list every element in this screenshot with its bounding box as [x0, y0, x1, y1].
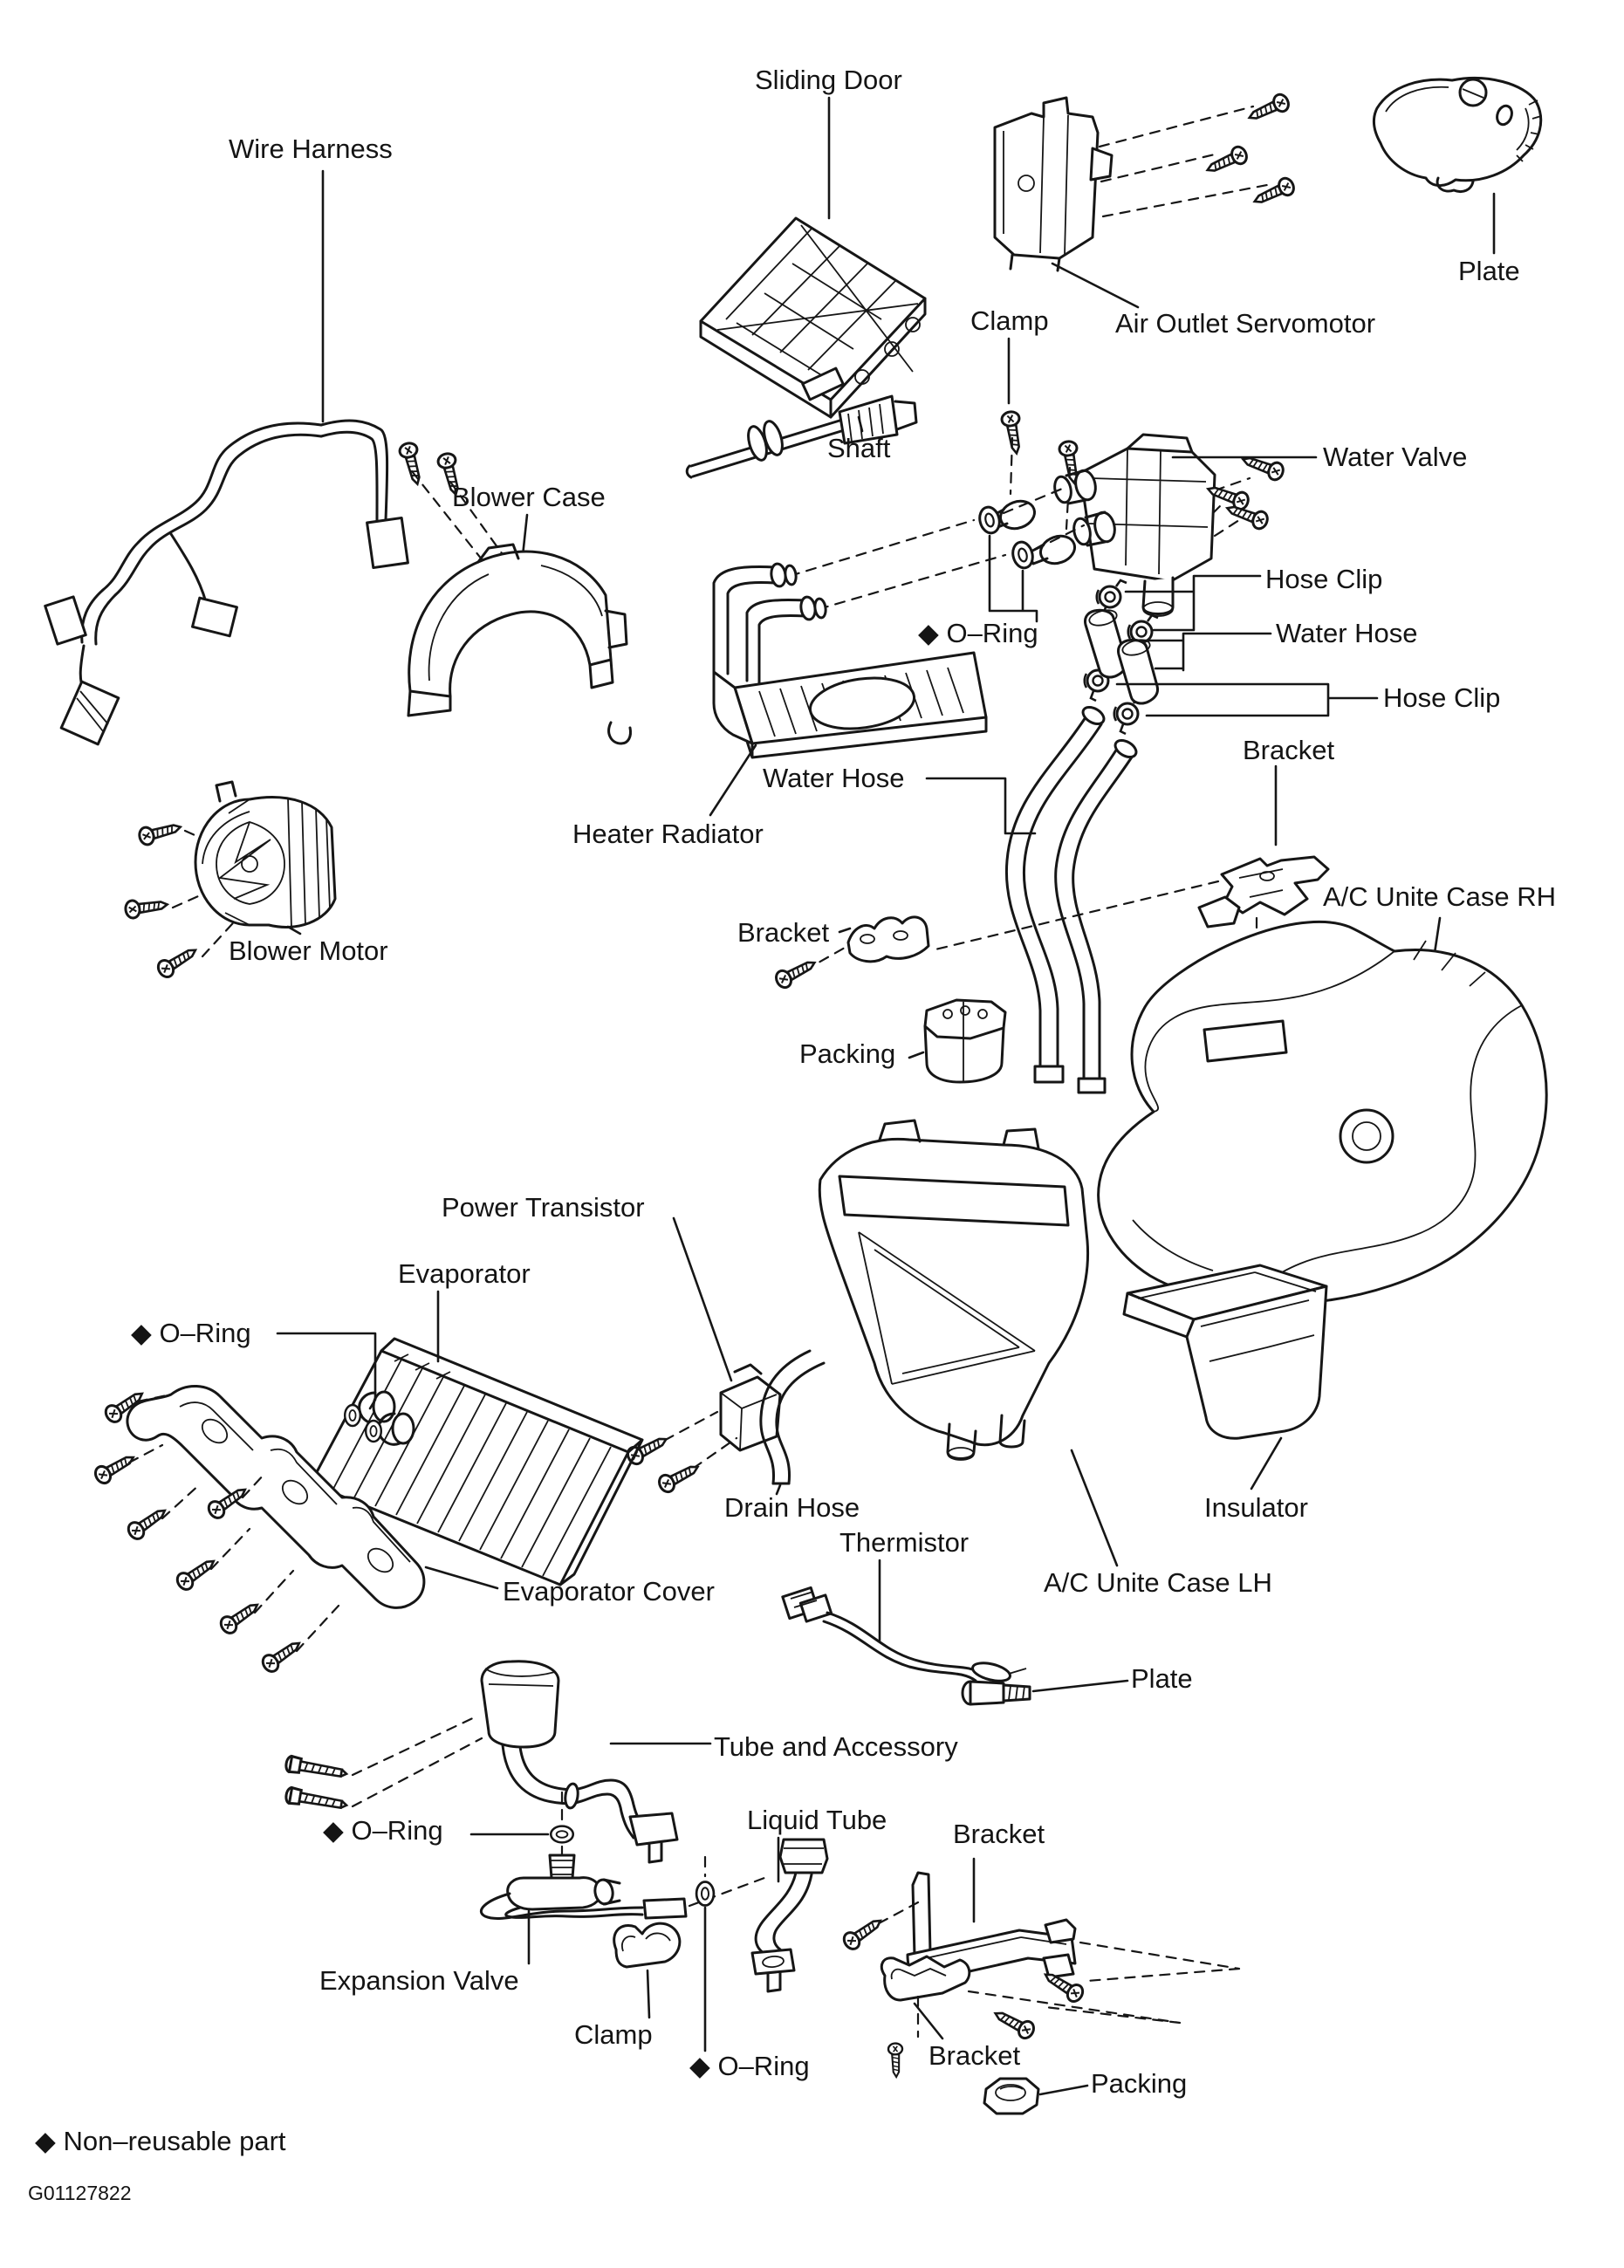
o-ring-2-part	[276, 1332, 382, 1443]
label-ac-unite-case-lh: A/C Unite Case LH	[1044, 1567, 1272, 1598]
label-wire-harness: Wire Harness	[229, 134, 393, 164]
label-insulator: Insulator	[1204, 1492, 1308, 1523]
label-bracket-1: Bracket	[1243, 735, 1335, 765]
label-bracket-3: Bracket	[953, 1819, 1045, 1849]
label-water-hose-2: Water Hose	[763, 763, 905, 793]
label-clamp-bottom: Clamp	[574, 2019, 653, 2050]
legend-non-reusable: ◆ Non–reusable part	[35, 2126, 286, 2156]
label-drain-hose: Drain Hose	[724, 1492, 860, 1523]
evaporator-cover-part	[91, 1384, 499, 1676]
label-hose-clip-2: Hose Clip	[1383, 682, 1501, 713]
o-ring-4-part	[695, 1855, 716, 2052]
shaft-part	[685, 394, 918, 479]
label-o-ring-4: ◆ O–Ring	[689, 2051, 810, 2081]
label-packing-2: Packing	[1091, 2068, 1188, 2099]
label-shaft: Shaft	[827, 433, 891, 463]
power-transistor-part	[623, 1216, 782, 1497]
thermistor-part	[781, 1559, 1027, 1682]
label-power-transistor: Power Transistor	[442, 1192, 645, 1223]
label-hose-clip-1: Hose Clip	[1265, 564, 1383, 594]
hose-clip-water-hose-cluster	[1083, 574, 1379, 736]
label-ac-unite-case-rh: A/C Unite Case RH	[1323, 881, 1557, 912]
tube-and-accessory-part	[284, 1660, 712, 1864]
figure-id: G01127822	[28, 2182, 132, 2204]
label-blower-case: Blower Case	[452, 482, 606, 512]
packing-1-part	[908, 998, 1007, 1084]
ac-unite-case-rh-part	[1097, 916, 1548, 1306]
bracket-4-part	[839, 1901, 1241, 2079]
label-liquid-tube: Liquid Tube	[747, 1805, 887, 1835]
wire-harness-part	[44, 169, 409, 746]
label-evaporator: Evaporator	[398, 1258, 531, 1289]
expansion-valve-part	[479, 1853, 766, 1965]
label-o-ring-2: ◆ O–Ring	[131, 1318, 251, 1348]
label-heater-radiator: Heater Radiator	[572, 819, 764, 849]
blower-case-part	[396, 440, 632, 745]
drain-hose-part	[759, 1349, 826, 1496]
label-clamp-top: Clamp	[970, 305, 1049, 336]
label-o-ring-1: ◆ O–Ring	[918, 618, 1038, 648]
label-packing-1: Packing	[799, 1038, 896, 1069]
sliding-door-part	[699, 96, 927, 419]
air-outlet-servomotor-part	[993, 91, 1298, 309]
heater-radiator-part	[709, 485, 1086, 817]
label-water-valve: Water Valve	[1323, 442, 1468, 472]
water-hose-pipes-part	[925, 706, 1138, 1094]
label-evaporator-cover: Evaporator Cover	[503, 1576, 715, 1607]
label-o-ring-3: ◆ O–Ring	[323, 1815, 443, 1846]
label-water-hose-1: Water Hose	[1276, 618, 1418, 648]
water-valve-part	[1053, 433, 1318, 617]
label-expansion-valve: Expansion Valve	[319, 1965, 519, 1996]
label-thermistor: Thermistor	[839, 1527, 970, 1558]
evaporator-part	[309, 1290, 644, 1586]
label-bracket-4: Bracket	[928, 2040, 1021, 2071]
clamp-bottom-part	[613, 1922, 682, 2019]
clamp-top-part	[976, 337, 1085, 623]
plate-bottom-part	[961, 1679, 1129, 1706]
label-plate-bottom: Plate	[1131, 1663, 1193, 1694]
label-air-outlet-servomotor: Air Outlet Servomotor	[1115, 308, 1376, 339]
label-tube-and-accessory: Tube and Accessory	[714, 1731, 958, 1762]
label-blower-motor: Blower Motor	[229, 935, 388, 966]
liquid-tube-part	[750, 1836, 829, 1993]
label-plate-top: Plate	[1458, 256, 1520, 286]
plate-top-part	[1373, 77, 1543, 255]
packing-2-part	[983, 2077, 1089, 2115]
blower-motor-part	[123, 780, 337, 982]
insulator-part	[1122, 1264, 1328, 1490]
label-bracket-2: Bracket	[737, 917, 830, 948]
bracket-2-part	[771, 915, 930, 992]
label-sliding-door: Sliding Door	[755, 65, 902, 95]
ac-unite-case-lh-part	[818, 1119, 1119, 1567]
